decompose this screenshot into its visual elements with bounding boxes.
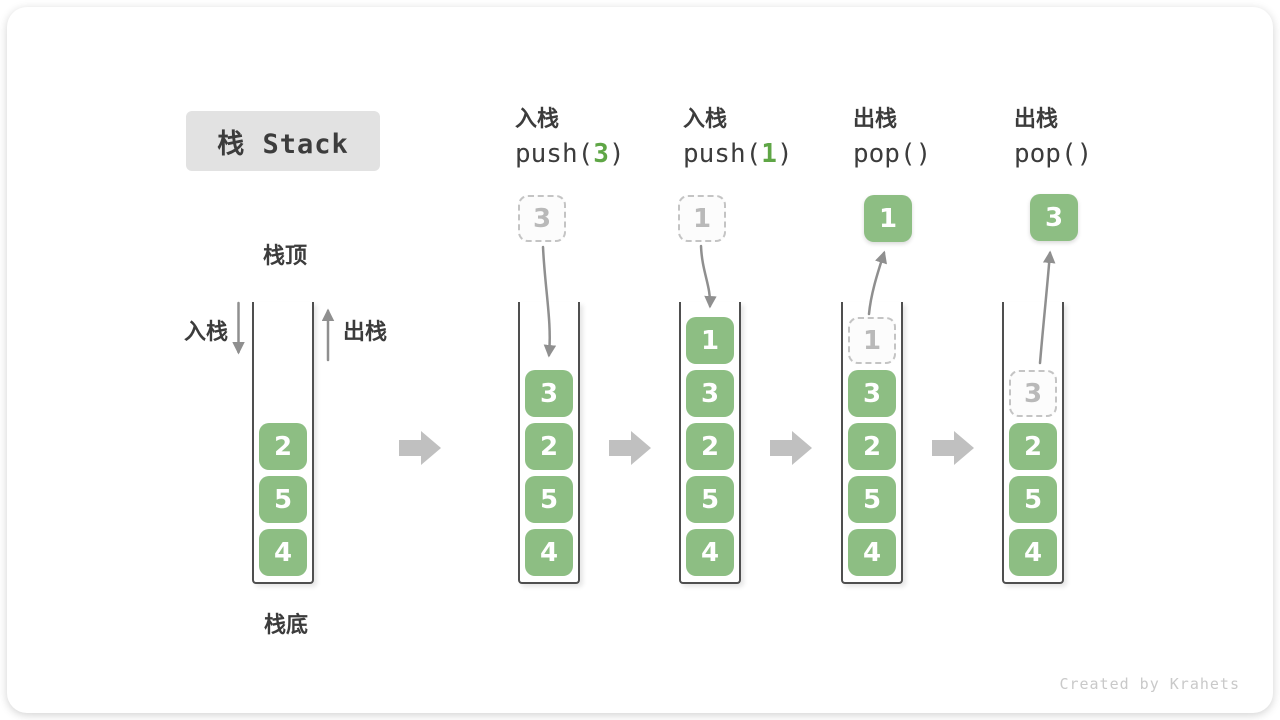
op-code: push(3) (515, 139, 675, 169)
op-header-push-1: 入栈 push(1) (683, 105, 843, 169)
op-code: push(1) (683, 139, 843, 169)
stack-cell: 2 (848, 423, 896, 470)
stack-cell-ghost: 3 (1009, 370, 1057, 417)
stack-cell: 5 (525, 476, 573, 523)
incoming-value-ghost: 3 (518, 195, 566, 242)
stack-cell-ghost: 1 (848, 317, 896, 364)
stack-cell: 4 (848, 529, 896, 576)
code-pre: pop( (853, 139, 916, 169)
incoming-value-ghost: 1 (678, 195, 726, 242)
stack-cell: 4 (1009, 529, 1057, 576)
code-post: ) (776, 139, 793, 169)
stack-cell: 4 (686, 529, 734, 576)
step-arrow-icon (399, 431, 441, 465)
code-post: ) (608, 139, 625, 169)
stack-bottom-label: 栈底 (263, 612, 308, 637)
op-header-push-3: 入栈 push(3) (515, 105, 675, 169)
op-label: 出栈 (853, 106, 898, 131)
code-pre: push( (515, 139, 594, 169)
op-label: 出栈 (1014, 106, 1059, 131)
code-post: ) (915, 139, 932, 169)
stack-cell: 2 (525, 423, 573, 470)
op-code: pop() (1014, 139, 1174, 169)
push-legend-label: 入栈 (183, 319, 228, 344)
step-arrow-icon (770, 431, 812, 465)
op-header-pop-3: 出栈 pop() (1014, 105, 1174, 169)
watermark-text: Created by Krahets (1059, 675, 1240, 693)
pop-legend-label: 出栈 (343, 319, 388, 344)
stack-cell: 4 (525, 529, 573, 576)
stack-cell: 2 (259, 423, 307, 470)
stack-cell: 4 (259, 529, 307, 576)
stack-cell: 2 (686, 423, 734, 470)
stack-cell: 5 (259, 476, 307, 523)
popped-value-cell: 1 (864, 195, 912, 242)
stack-cell: 3 (686, 370, 734, 417)
step-arrow-icon (932, 431, 974, 465)
code-post: ) (1076, 139, 1093, 169)
op-label: 入栈 (683, 106, 728, 131)
title-box: 栈 Stack (186, 111, 380, 171)
stack-top-label: 栈顶 (262, 243, 307, 268)
code-pre: pop( (1014, 139, 1077, 169)
code-pre: push( (683, 139, 762, 169)
stack-cell: 5 (1009, 476, 1057, 523)
stack-cell: 5 (848, 476, 896, 523)
op-label: 入栈 (515, 106, 560, 131)
code-arg: 3 (593, 139, 609, 169)
stack-cell: 3 (525, 370, 573, 417)
stack-cell: 2 (1009, 423, 1057, 470)
op-header-pop-1: 出栈 pop() (853, 105, 1013, 169)
op-code: pop() (853, 139, 1013, 169)
stack-cell: 3 (848, 370, 896, 417)
stack-cell: 1 (686, 317, 734, 364)
push-motion-arrow-icon (699, 244, 717, 309)
step-arrow-icon (609, 431, 651, 465)
code-arg: 1 (761, 139, 777, 169)
title-text: 栈 Stack (217, 128, 349, 160)
popped-value-cell: 3 (1030, 194, 1078, 241)
stack-cell: 5 (686, 476, 734, 523)
